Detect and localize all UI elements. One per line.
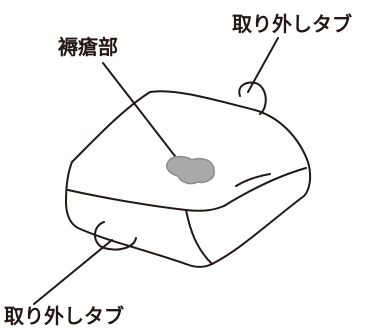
wound-area-mark (166, 155, 215, 185)
dressing-pad-outline (65, 90, 312, 268)
bottom-removal-tab-label: 取り外しタブ (4, 304, 124, 328)
top-tab-leader-line (247, 37, 279, 93)
bottom-tab-leader-line (33, 239, 113, 305)
pad-right-edge (223, 167, 307, 207)
pad-top-seam (67, 189, 225, 212)
top-removal-tab (238, 81, 267, 115)
pad-top-crease (235, 173, 271, 187)
wound-area-label: 褥瘡部 (58, 35, 118, 59)
bottom-removal-tab (94, 221, 137, 251)
top-removal-tab-label: 取り外しタブ (232, 12, 352, 36)
wound-leader-line (102, 62, 179, 161)
pad-front-crease (185, 209, 213, 265)
